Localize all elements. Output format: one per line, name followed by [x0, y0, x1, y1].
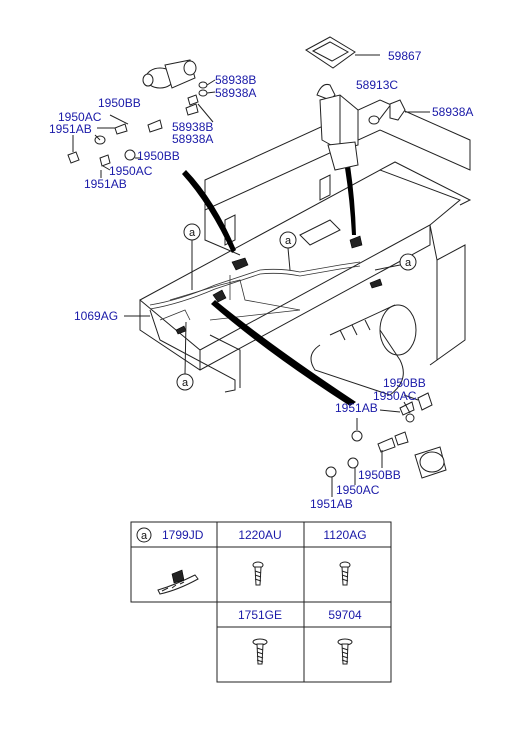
legend-code-1220AU: 1220AU [238, 528, 281, 542]
legend-cell-59704: 59704 [328, 608, 362, 665]
legend-code-59704: 59704 [328, 608, 362, 622]
callout-1951AB-br: 1951AB [335, 401, 378, 415]
callout-1950BB-tl2: 1950BB [137, 149, 180, 163]
callout-1950BB-br: 1950BB [383, 376, 426, 390]
marker-a-3: a [374, 253, 417, 271]
marker-a-4-text: a [182, 377, 189, 389]
valve-assembly-top [67, 59, 216, 178]
callout-1950AC-br: 1950AC [373, 389, 417, 403]
callout-1950BB-tl: 1950BB [98, 96, 141, 110]
legend-marker-a: a [141, 530, 148, 542]
marker-a-2-text: a [285, 235, 292, 247]
shift-lever-assembly [305, 36, 430, 171]
callout-1950AC-tl: 1950AC [58, 110, 102, 124]
legend-table: a 1799JD 1220AU 1120AG 1751GE 59704 [130, 521, 392, 683]
callout-1951AB-br2: 1951AB [310, 497, 353, 511]
callout-1951AB-tl2: 1951AB [84, 177, 127, 191]
callout-58938A-right: 58938A [432, 105, 473, 119]
legend-cell-1220AU: 1220AU [238, 528, 282, 586]
legend-code-1751GE: 1751GE [238, 608, 282, 622]
valve-assembly-bottom [325, 392, 447, 497]
legend-cell-1120AG: 1120AG [323, 528, 367, 586]
legend-code-1120AG: 1120AG [323, 528, 366, 542]
legend-cell-1751GE: 1751GE [238, 608, 282, 665]
callout-1069AG: 1069AG [74, 309, 118, 323]
marker-a-1: a [183, 223, 201, 290]
callout-labels: 59867 58913C 58938A 58938B 58938A 1950BB… [49, 49, 473, 511]
callout-1950BB-br2: 1950BB [358, 468, 401, 482]
callout-1950AC-br2: 1950AC [336, 483, 380, 497]
vehicle-frame [139, 99, 472, 396]
leader-sweeps [182, 165, 356, 406]
callout-1951AB-tl: 1951AB [49, 122, 92, 136]
callout-58938A-mid: 58938A [172, 132, 213, 146]
callout-58938B-mid: 58938B [172, 120, 213, 134]
marker-a-2: a [279, 231, 297, 271]
callout-58938A-top: 58938A [215, 86, 256, 100]
marker-a-3-text: a [405, 257, 412, 269]
legend-code-1799JD: 1799JD [162, 528, 204, 542]
marker-a-1-text: a [189, 227, 196, 239]
legend-cell-1799JD: a 1799JD [136, 527, 204, 595]
callout-1950AC-tl2: 1950AC [109, 164, 153, 178]
callout-59867: 59867 [388, 49, 422, 63]
callout-58913C: 58913C [356, 78, 398, 92]
callout-58938B-top: 58938B [215, 73, 256, 87]
marker-a-4: a [176, 321, 194, 391]
